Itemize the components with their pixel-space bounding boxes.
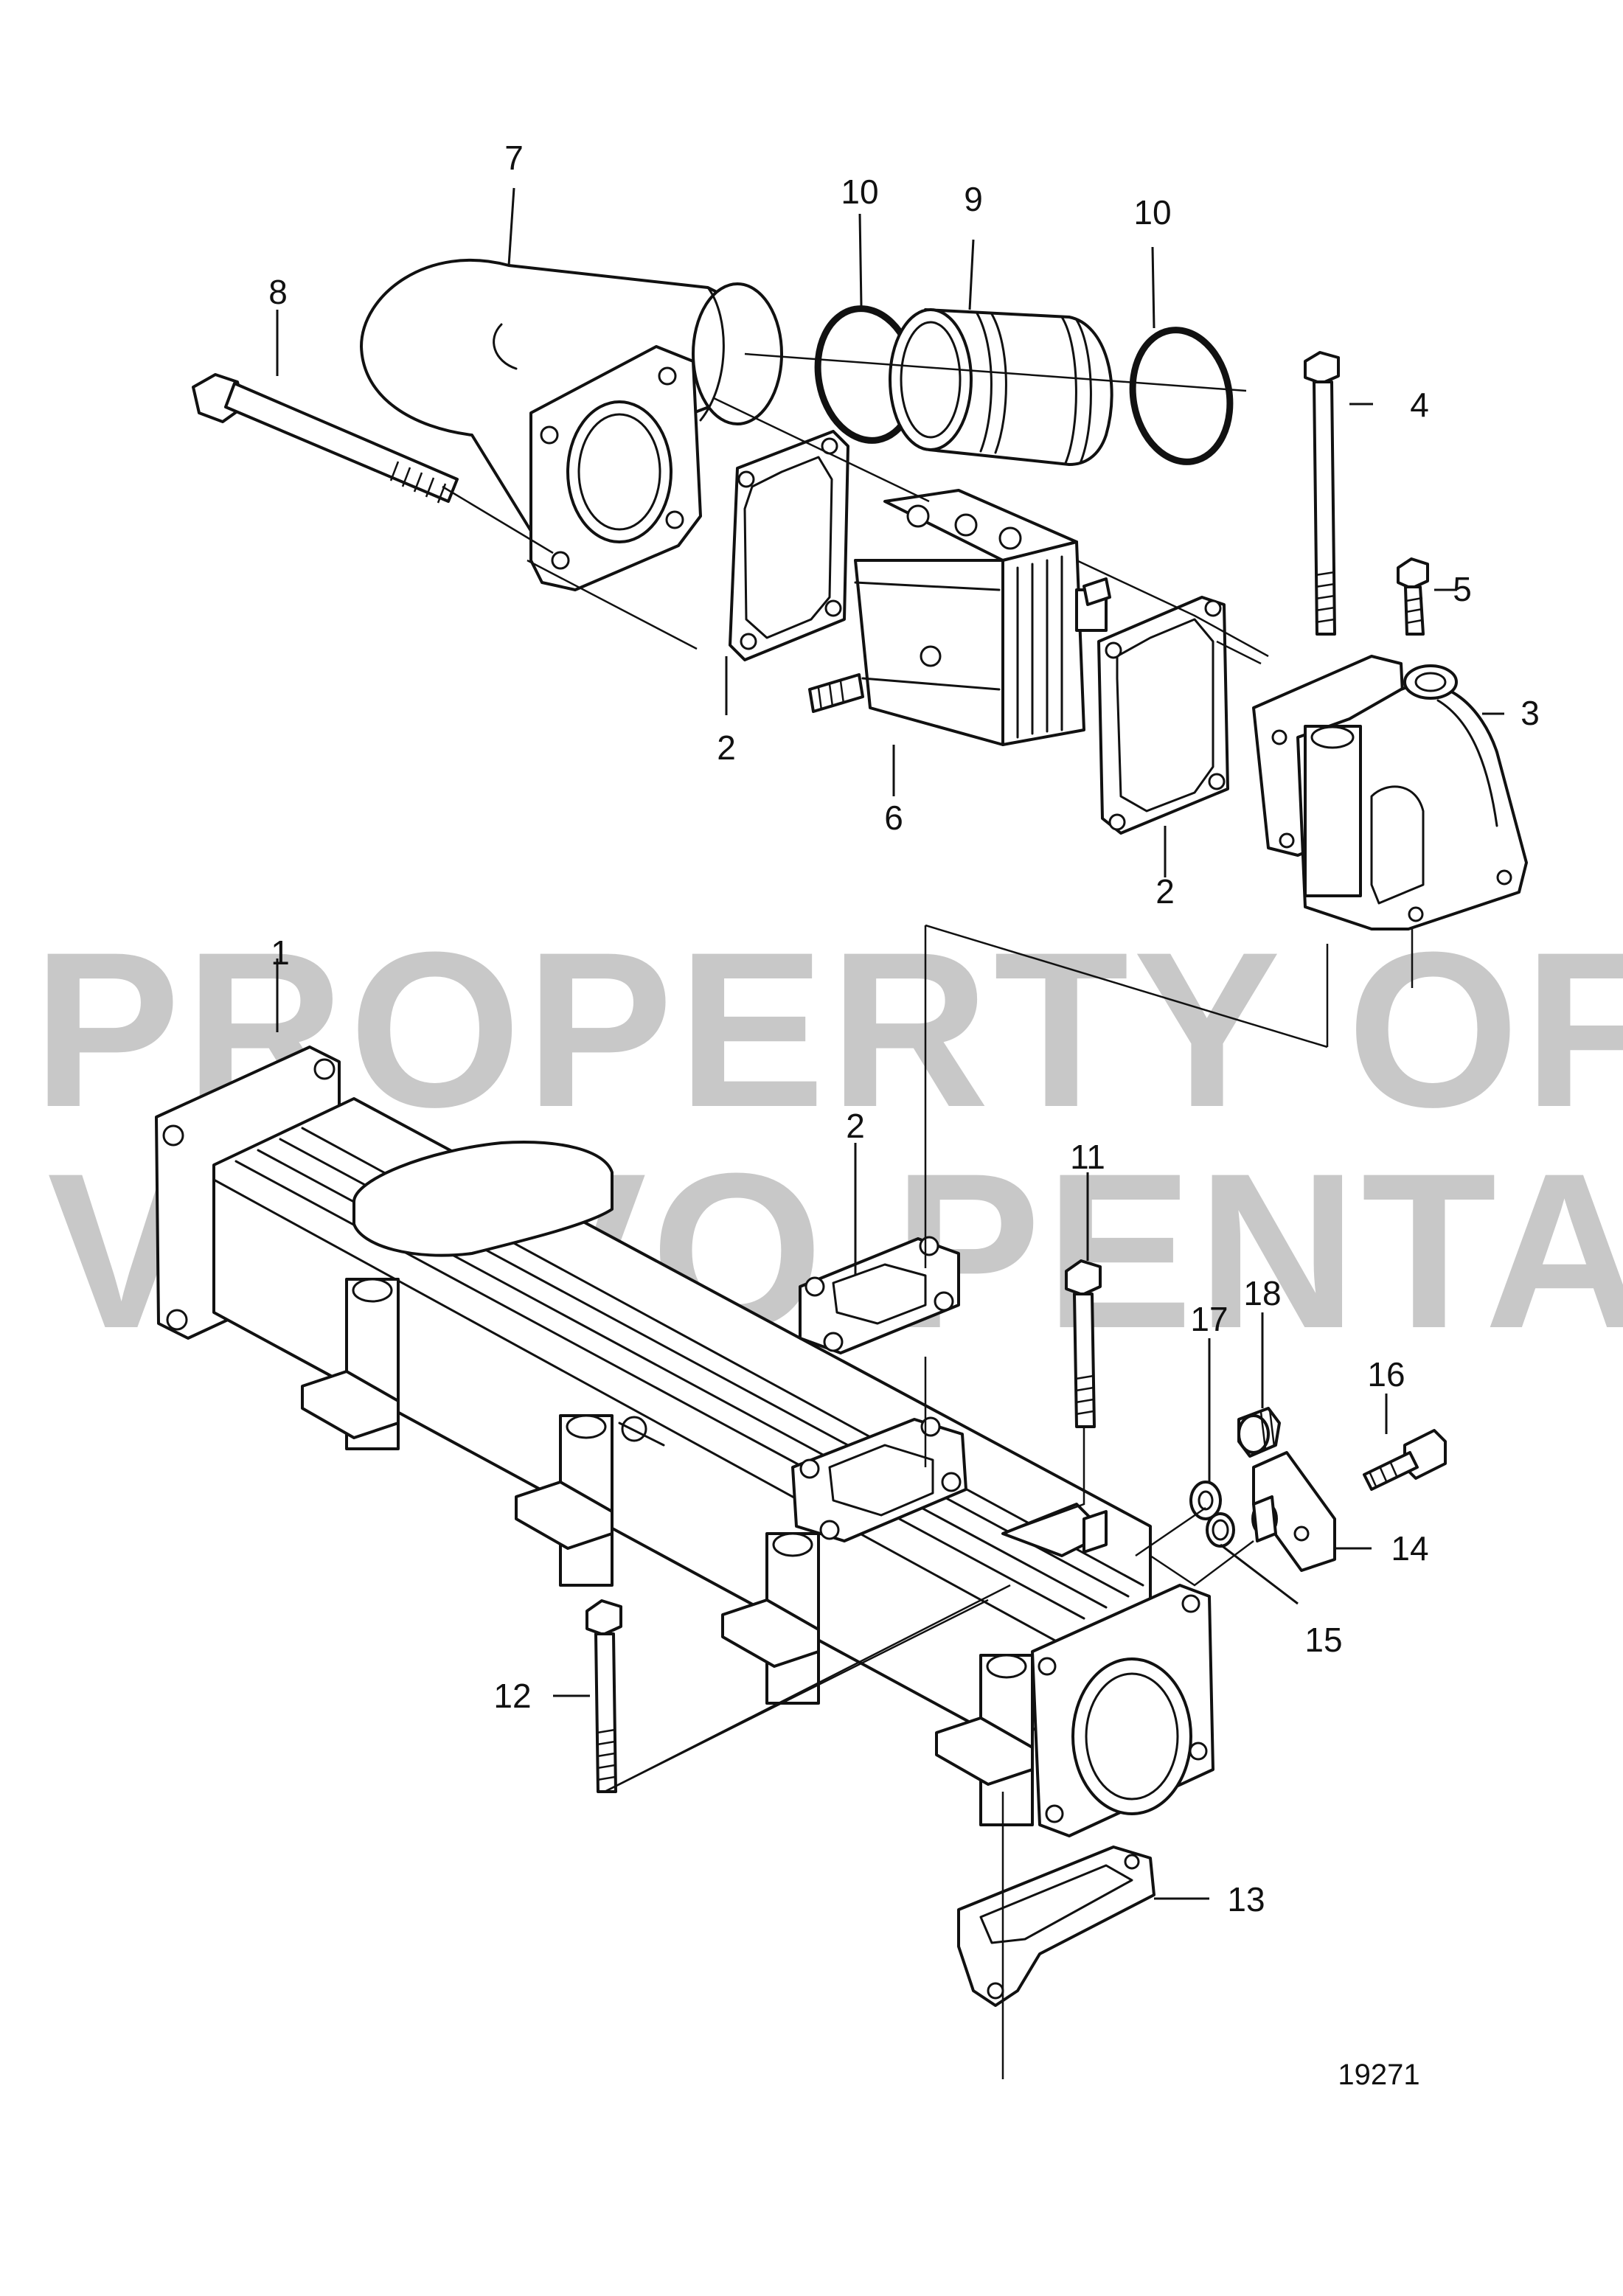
callout-9: 9 <box>964 180 983 218</box>
callout-2-upper-left: 2 <box>717 728 736 767</box>
callout-8: 8 <box>268 273 288 311</box>
part-12-screw <box>585 1599 622 1793</box>
part-16-screw <box>1363 1429 1447 1491</box>
part-3-outlet-housing <box>1252 655 1528 930</box>
callout-15: 15 <box>1304 1621 1342 1659</box>
callout-10-right: 10 <box>1133 193 1171 232</box>
figure-number: 19271 <box>1338 2059 1419 2091</box>
callout-18: 18 <box>1243 1274 1281 1312</box>
callout-13: 13 <box>1227 1880 1265 1918</box>
callout-7: 7 <box>504 139 524 177</box>
part-5-screw <box>1397 557 1429 636</box>
part-14-plate <box>1251 1451 1336 1572</box>
callout-4: 4 <box>1410 386 1429 424</box>
part-7-exhaust-elbow <box>360 258 783 591</box>
callout-6: 6 <box>884 799 903 837</box>
part-17-washer <box>1189 1481 1222 1520</box>
part-2-gasket-upper-left <box>729 430 849 661</box>
callout-12: 12 <box>493 1677 531 1715</box>
part-6-control-block <box>808 489 1111 746</box>
part-13-gasket <box>957 1846 1155 2007</box>
callout-2-lower: 2 <box>846 1107 865 1145</box>
callout-10-left: 10 <box>841 173 878 211</box>
callout-1: 1 <box>271 933 290 972</box>
leader-lines <box>276 187 1504 2079</box>
callout-labels: 7 8 10 9 10 4 5 3 2 6 2 1 2 11 18 17 16 … <box>268 139 1540 1918</box>
callout-16: 16 <box>1367 1355 1405 1394</box>
part-1-exhaust-manifold <box>155 1046 1214 1837</box>
part-11-screw <box>1065 1259 1102 1428</box>
callout-11: 11 <box>1070 1138 1105 1176</box>
part-2-gasket-lower-upper <box>799 1236 960 1354</box>
callout-3: 3 <box>1521 694 1540 732</box>
part-2-gasket-upper-right <box>1097 596 1229 835</box>
callout-14: 14 <box>1391 1529 1428 1568</box>
callout-17: 17 <box>1190 1300 1228 1338</box>
part-8-long-bolt <box>192 373 459 504</box>
part-18-plug <box>1237 1407 1281 1458</box>
part-15-o-ring <box>1206 1512 1235 1548</box>
part-9-connecting-sleeve <box>889 308 1113 466</box>
callout-2-upper-right: 2 <box>1155 872 1175 911</box>
callout-5: 5 <box>1453 570 1472 608</box>
part-4-screw <box>1304 351 1340 636</box>
